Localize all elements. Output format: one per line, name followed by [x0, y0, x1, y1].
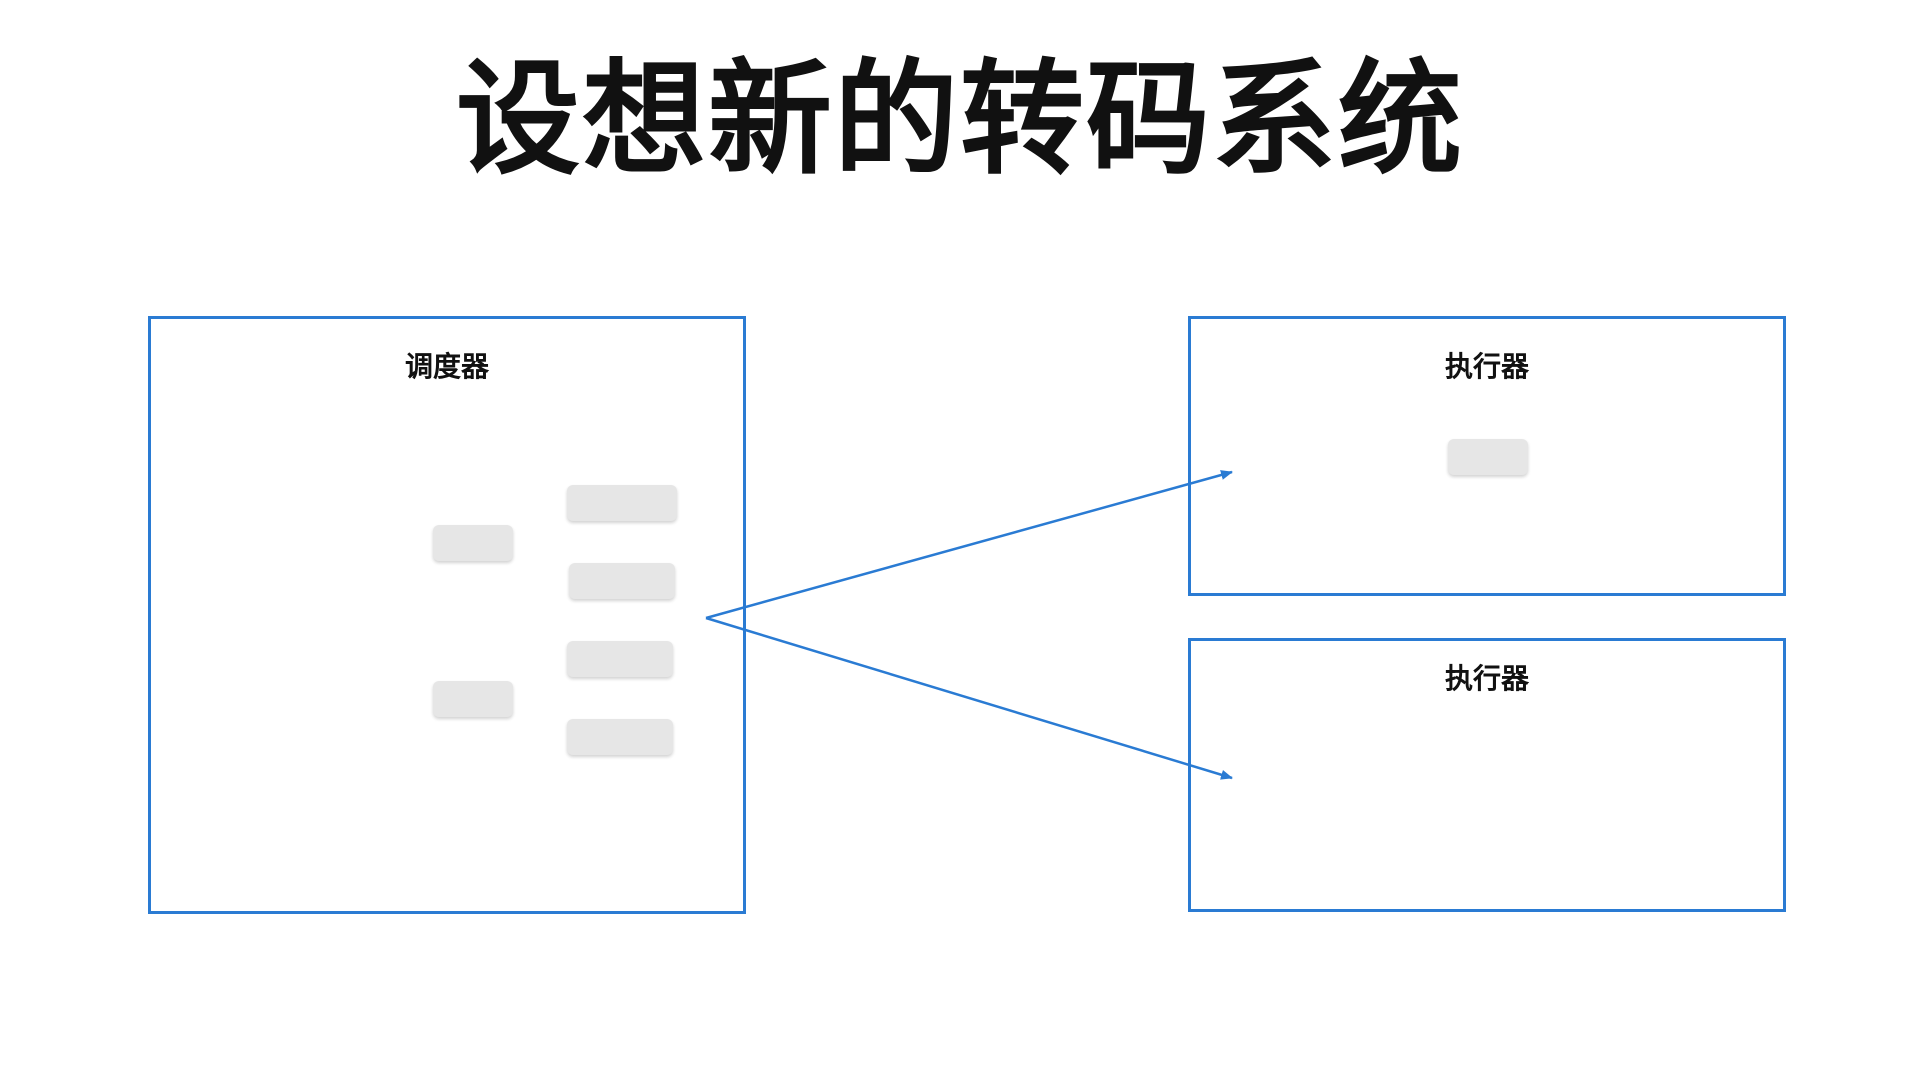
task-chip [567, 641, 673, 677]
dispatch-arrow [705, 470, 1233, 620]
executor-label: 执行器 [1444, 662, 1529, 695]
task-chip [433, 681, 513, 717]
executor-label: 执行器 [1444, 350, 1529, 383]
slide-title: 设想新的转码系统 [455, 48, 1464, 192]
task-chip [1448, 439, 1528, 475]
task-chip [567, 485, 677, 521]
scheduler-box: 调度器 [148, 316, 746, 914]
scheduler-label: 调度器 [404, 350, 489, 383]
task-chip [569, 563, 675, 599]
executor-box: 执行器 [1188, 316, 1786, 596]
dispatch-arrow [705, 616, 1233, 780]
task-chip [567, 719, 673, 755]
executor-box: 执行器 [1188, 638, 1786, 912]
task-chip [433, 525, 513, 561]
